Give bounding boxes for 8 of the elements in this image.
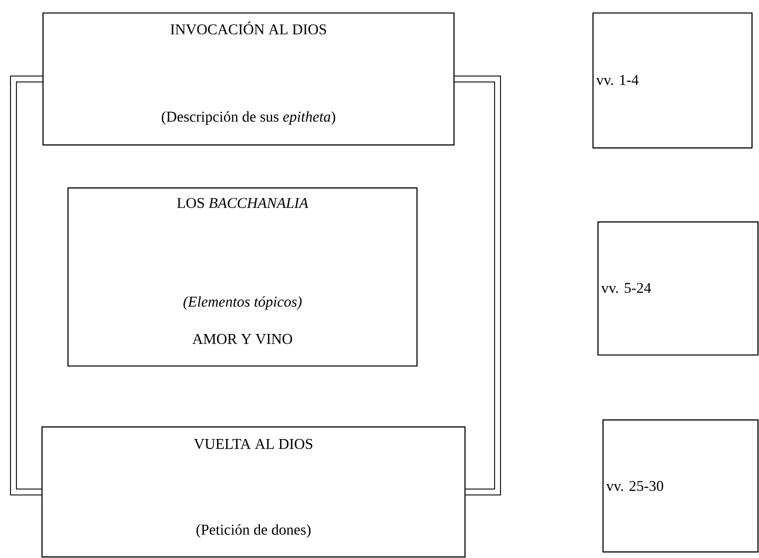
bracket-line bbox=[10, 76, 42, 496]
verse-box: vv. 25-30 bbox=[602, 419, 759, 553]
bracket-line bbox=[454, 76, 501, 496]
section-box: INVOCACIÓN AL DIOS (Descripción de sus epitheta) bbox=[42, 12, 455, 146]
section-box: LOS BACCHANALIA (Elementos tópicos) AMOR Y VINO bbox=[67, 187, 418, 367]
section-box: VUELTA AL DIOS (Petición de dones) bbox=[41, 426, 466, 558]
verse-box: vv. 5-24 bbox=[597, 221, 759, 356]
verse-box: vv. 1-4 bbox=[592, 12, 753, 149]
